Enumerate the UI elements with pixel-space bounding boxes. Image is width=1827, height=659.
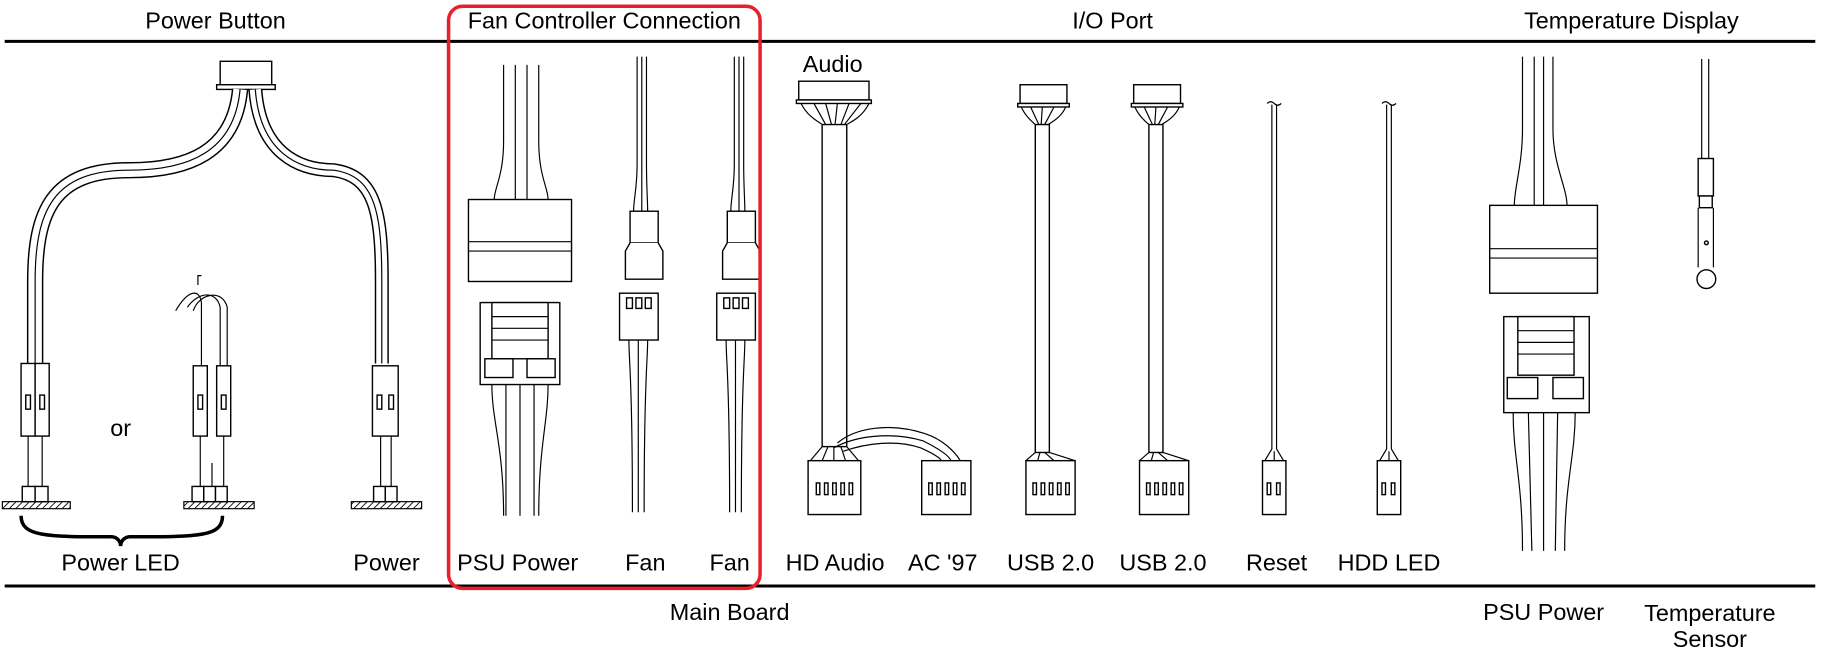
- footer-temperature-sensor-line1: Temperature: [1644, 600, 1775, 626]
- reset-cable: [1261, 101, 1287, 516]
- header-io-port: I/O Port: [1072, 8, 1153, 34]
- fan-controller-psu-power-cable: [467, 64, 573, 516]
- label-hdd-led: HDD LED: [1338, 550, 1441, 576]
- audio-label: Audio: [803, 51, 863, 77]
- label-power: Power: [353, 550, 420, 576]
- header-fan-controller: Fan Controller Connection: [468, 8, 741, 34]
- footer-temperature-sensor-line2: Sensor: [1673, 626, 1747, 652]
- usb-cable-2: [1130, 84, 1190, 516]
- label-usb-2: USB 2.0: [1119, 550, 1206, 576]
- hd-audio-cable: [795, 80, 972, 516]
- power-button-cable: [1, 60, 423, 547]
- fan-controller-highlight-box: [446, 4, 762, 591]
- temperature-psu-power-cable: [1489, 56, 1599, 551]
- header-temperature-display: Temperature Display: [1524, 8, 1739, 34]
- label-usb-1: USB 2.0: [1007, 550, 1094, 576]
- label-power-led: Power LED: [61, 550, 179, 576]
- label-fan-1: Fan: [625, 550, 665, 576]
- label-hd-audio: HD Audio: [786, 550, 885, 576]
- label-reset: Reset: [1246, 550, 1308, 576]
- fan-cable-2: [716, 56, 761, 513]
- footer-main-board: Main Board: [670, 599, 790, 625]
- hdd-led-cable: [1376, 101, 1402, 516]
- usb-cable-1: [1017, 84, 1076, 516]
- or-label: or: [110, 415, 131, 441]
- label-fan-2: Fan: [709, 550, 749, 576]
- temperature-sensor-probe: [1696, 58, 1717, 290]
- fan-cable-1: [618, 56, 664, 513]
- label-psu-power: PSU Power: [457, 550, 578, 576]
- header-power-button: Power Button: [145, 8, 286, 34]
- label-ac97: AC '97: [908, 550, 978, 576]
- footer-psu-power: PSU Power: [1483, 599, 1604, 625]
- power-led-brace: [19, 515, 225, 547]
